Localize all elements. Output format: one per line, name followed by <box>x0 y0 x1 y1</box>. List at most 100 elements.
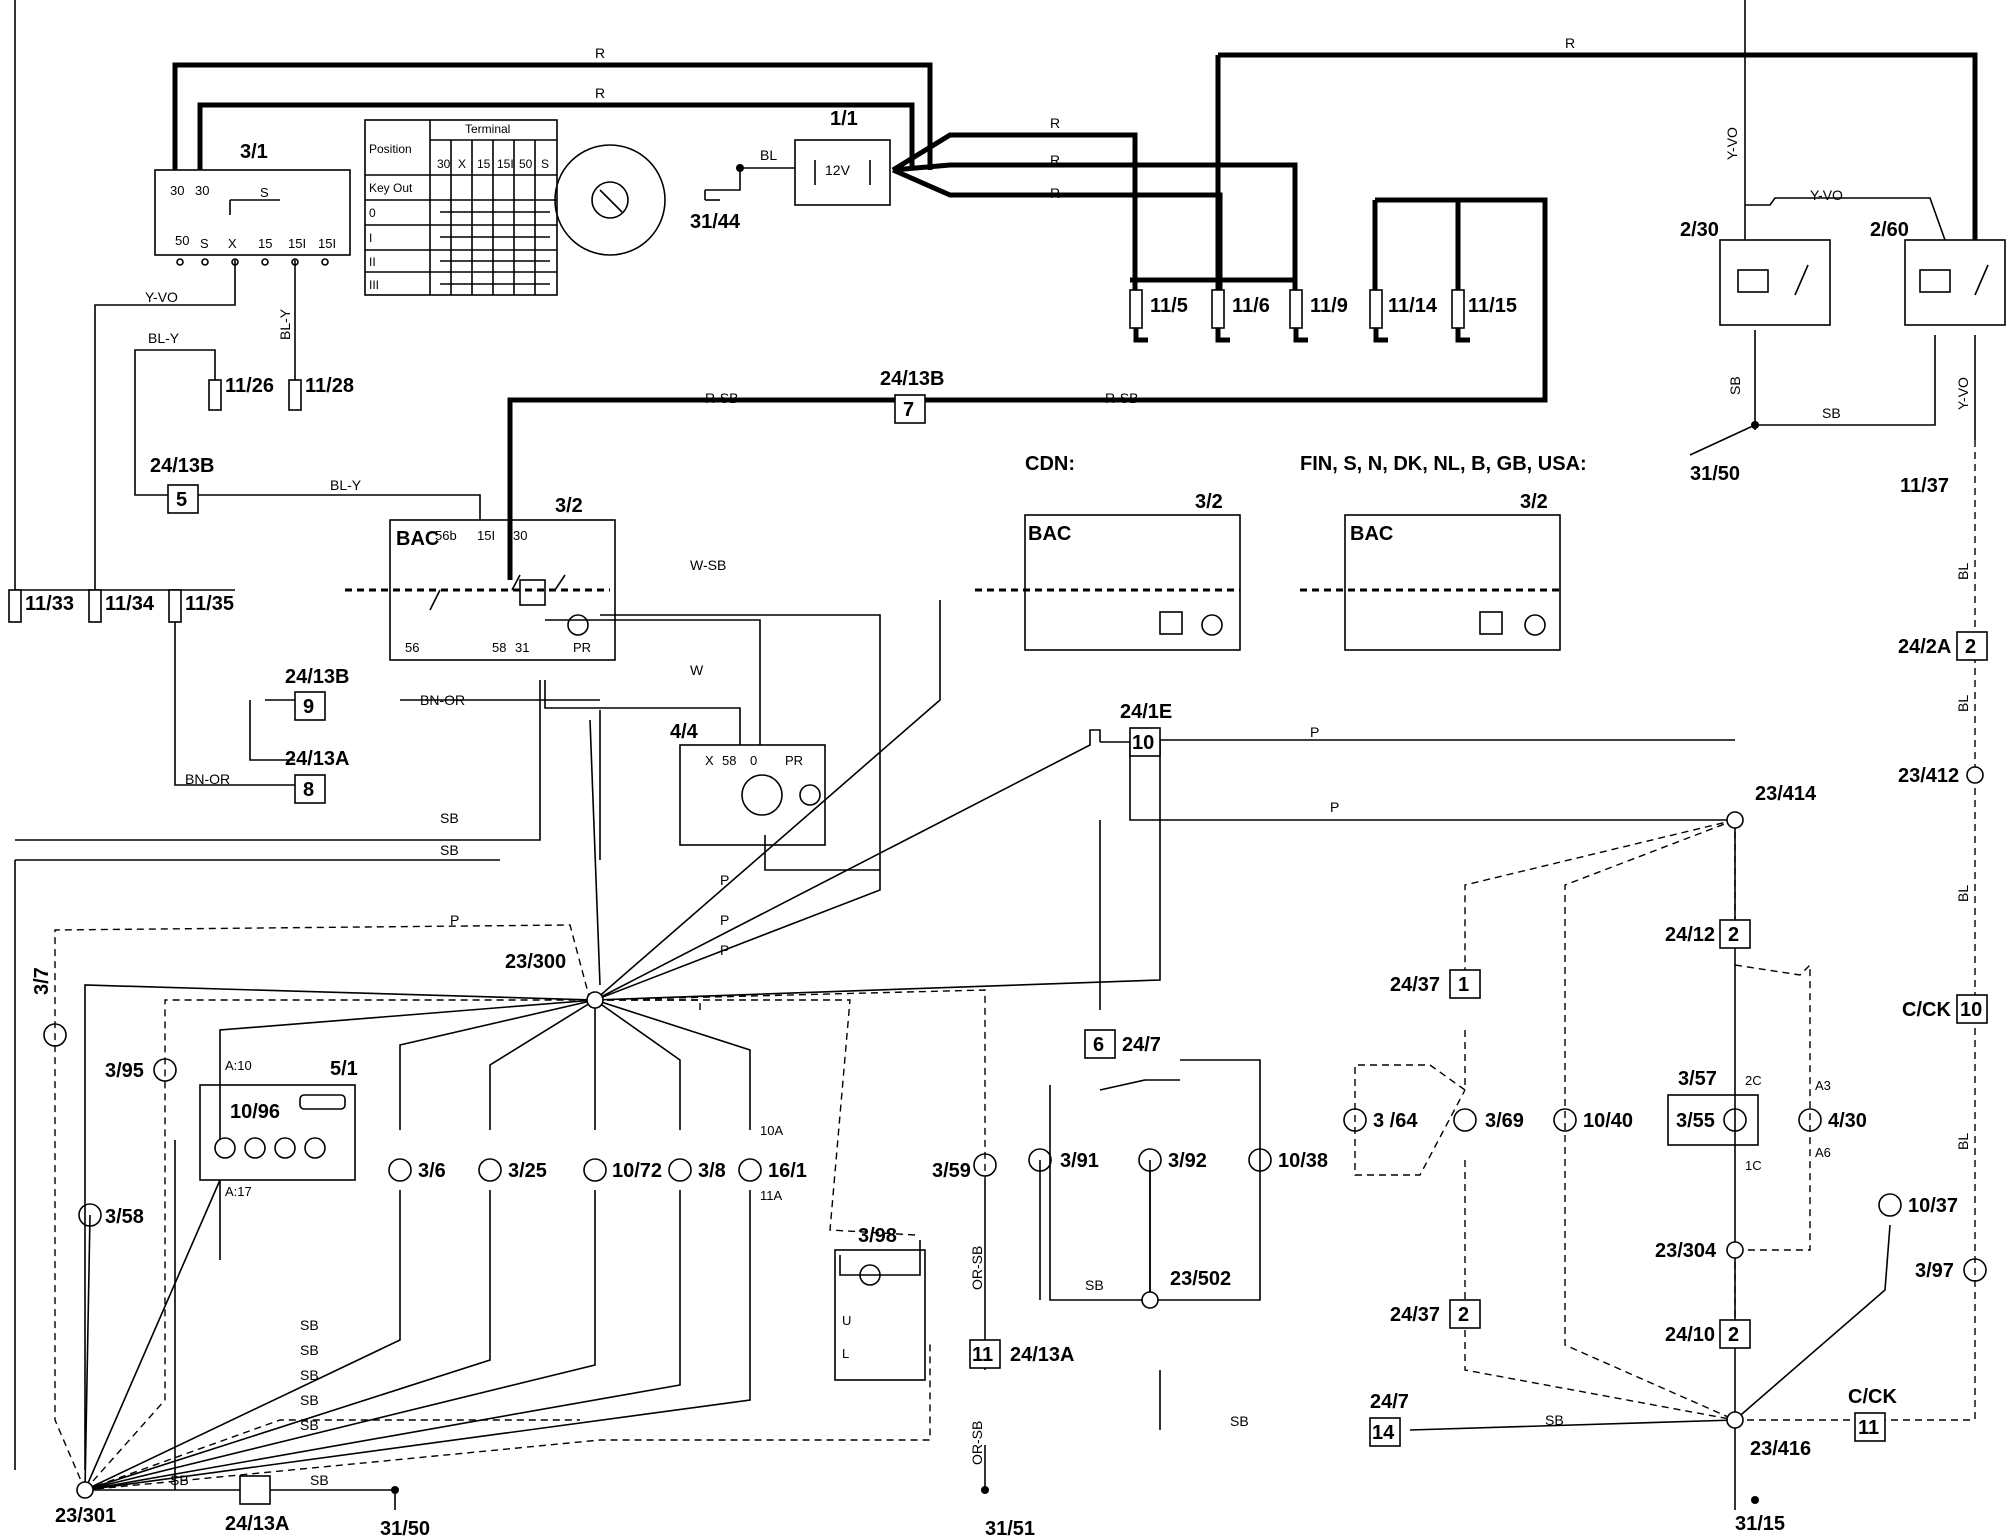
table-header-position: Position <box>369 142 412 156</box>
fuse-11-14: 11/14 <box>1388 295 1438 317</box>
term-x: X <box>228 236 237 251</box>
splice-23-416-label: 23/416 <box>1750 1438 1811 1460</box>
splice-23-304-label: 23/304 <box>1655 1240 1717 1262</box>
lamp-3-69: 3/69 <box>1485 1110 1524 1132</box>
table-col-50: 50 <box>519 157 533 171</box>
table-row-0: 0 <box>369 206 376 220</box>
term-56-main: 56 <box>405 640 419 655</box>
connector-24-13b-5-label: 24/13B <box>150 455 215 477</box>
lamp-3-8: 3/8 <box>698 1160 726 1182</box>
term-50: 50 <box>175 233 189 248</box>
wire-sb-b: SB <box>440 842 459 858</box>
fuse-11-33: 11/33 <box>25 593 74 615</box>
connector-pin-10a: 10 <box>1132 732 1154 754</box>
fuse-11-26: 11/26 <box>225 375 274 397</box>
ignition-position-table <box>364 119 558 296</box>
connector-cck-11 <box>1854 1412 1886 1442</box>
term-s-top: S <box>260 185 269 200</box>
table-row-1: I <box>369 231 372 245</box>
splice-23-414 <box>1726 811 1744 829</box>
wire-p-2: P <box>1330 799 1339 815</box>
relay-2-60-label: 2/60 <box>1870 219 1909 241</box>
term-l: L <box>842 1346 849 1361</box>
connector-24-13a-4 <box>239 1475 271 1505</box>
lamp-3-97: 3/97 <box>1915 1260 1954 1282</box>
fuse-11-34: 11/34 <box>105 593 155 615</box>
term-0-44: 0 <box>750 753 757 768</box>
fuse-11-9: 11/9 <box>1310 295 1348 317</box>
connector-24-12-2 <box>1719 919 1751 949</box>
connector-24-13b-9 <box>294 691 326 721</box>
module-4-4-label: 4/4 <box>670 721 699 743</box>
battery-voltage: 12V <box>825 162 851 178</box>
wire-sb-i: SB <box>300 1392 319 1408</box>
term-15i-b: 15I <box>318 236 336 251</box>
wire-sb-j: SB <box>300 1417 319 1433</box>
light-switch-main <box>345 400 616 661</box>
connector-24-37-6 <box>1449 1299 1481 1329</box>
connector-cck-11-label: C/CK <box>1848 1386 1897 1408</box>
fuse-11-35: 11/35 <box>185 593 234 615</box>
table-row-keyout: Key Out <box>369 181 413 195</box>
wire-bn-or-2: BN-OR <box>185 771 230 787</box>
splice-23-304 <box>1726 1241 1744 1259</box>
wire-sb-e: SB <box>310 1472 329 1488</box>
wire-r-4: R <box>1050 152 1060 168</box>
term-30b: 30 <box>195 183 209 198</box>
splice-23-301 <box>76 1481 94 1499</box>
relay-2-30-label: 2/30 <box>1680 219 1719 241</box>
wire-bl-1: BL <box>760 147 777 163</box>
fuse-11-5: 11/5 <box>1150 295 1188 317</box>
lamp-3-92: 3/92 <box>1168 1150 1207 1172</box>
wire-r-5: R <box>1050 185 1060 201</box>
lamp-3-95: 3/95 <box>105 1060 144 1082</box>
connector-pin-2d: 2 <box>1728 1324 1739 1346</box>
connector-24-13a-4-label: 24/13A <box>225 1513 290 1535</box>
wire-bl-right3: BL <box>1955 885 1971 902</box>
fuse-11-6: 11/6 <box>1232 295 1270 317</box>
module-3-57 <box>1667 1094 1759 1146</box>
term-15: 15 <box>258 236 272 251</box>
wire-sb-f: SB <box>300 1317 319 1333</box>
lamp-16-1: 16/1 <box>768 1160 807 1182</box>
connector-24-7-6 <box>1084 1029 1116 1059</box>
lamp-3-7: 3/7 <box>31 967 53 995</box>
connector-24-13a-11 <box>969 1339 1001 1369</box>
term-1c: 1C <box>1745 1158 1762 1173</box>
connector-24-10-2 <box>1719 1319 1751 1349</box>
lamp-3-25: 3/25 <box>508 1160 547 1182</box>
wire-r-sb-1: R-SB <box>705 390 738 406</box>
wire-y-vo-right: Y-VO <box>1955 377 1971 410</box>
splice-23-502 <box>1141 1291 1159 1309</box>
connector-24-37-1 <box>1449 969 1481 999</box>
table-col-x: X <box>458 157 466 171</box>
connector-24-2a-label: 24/2A <box>1898 636 1951 658</box>
variant-cdn-label: CDN: <box>1025 453 1075 475</box>
ground-31-51: 31/51 <box>985 1518 1035 1536</box>
term-58-44: 58 <box>722 753 736 768</box>
wire-bl-y-left: BL-Y <box>148 330 180 346</box>
lamp-4-30: 4/30 <box>1828 1110 1867 1132</box>
light-switch-markets-label: 3/2 <box>1520 491 1548 513</box>
wire-sb-l: SB <box>1085 1277 1104 1293</box>
fuse-box-top <box>1129 289 1470 343</box>
term-10a: 10A <box>760 1123 783 1138</box>
module-5-1 <box>199 1084 356 1181</box>
heavy-wires <box>172 52 1978 580</box>
wire-y-vo-left: Y-VO <box>145 289 178 305</box>
ground-31-50: 31/50 <box>380 1518 430 1536</box>
wire-sb-g: SB <box>300 1342 319 1358</box>
ignition-switch <box>154 169 351 266</box>
wire-sb-relay: SB <box>1727 376 1743 395</box>
fuse-11-37: 11/37 <box>1900 475 1949 497</box>
connector-pin-7: 7 <box>903 399 914 421</box>
wire-r-3: R <box>1050 115 1060 131</box>
fuse-11-28: 11/28 <box>305 375 354 397</box>
term-15i-main: 15I <box>477 528 495 543</box>
variant-markets-label: FIN, S, N, DK, NL, B, GB, USA: <box>1300 453 1587 475</box>
table-col-15: 15 <box>477 157 491 171</box>
term-2c: 2C <box>1745 1073 1762 1088</box>
thin-wires <box>14 0 1976 1510</box>
module-4-4 <box>679 744 826 846</box>
light-switch-cdn <box>975 514 1241 651</box>
